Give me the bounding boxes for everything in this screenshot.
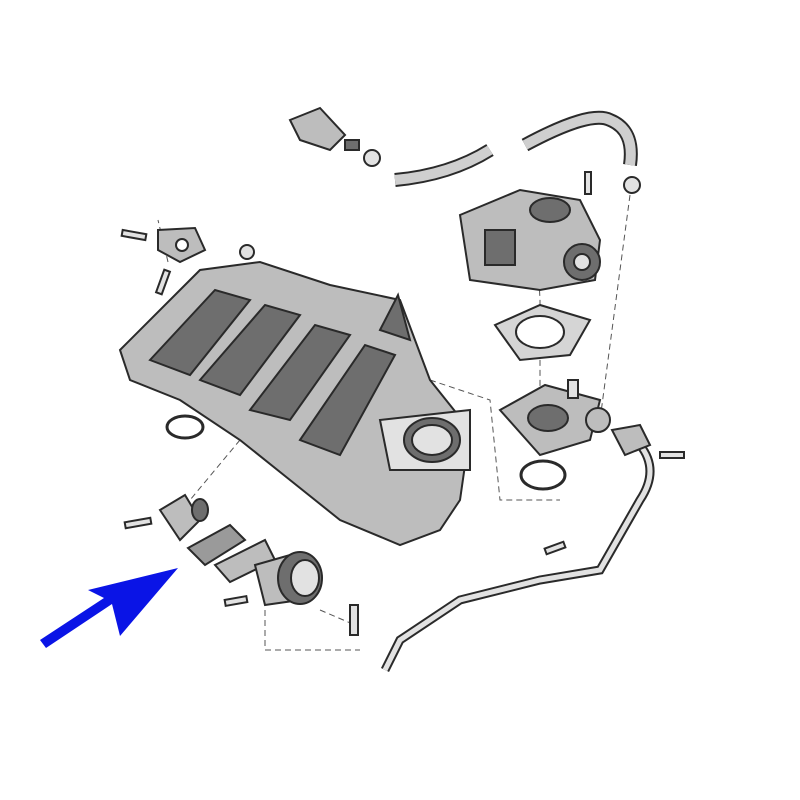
mounting-bracket	[157, 226, 207, 264]
bolt	[154, 268, 172, 296]
egr-pipe-flange	[610, 423, 652, 457]
bolt	[123, 516, 153, 530]
bolt	[223, 594, 249, 608]
egr-valve	[213, 538, 323, 607]
vacuum-sensor	[288, 106, 360, 152]
bolt	[584, 171, 592, 195]
hose-clamp	[623, 176, 641, 194]
intake-manifold	[118, 244, 472, 547]
throttle-adapter-flange	[498, 379, 611, 457]
throttle-body	[458, 188, 602, 292]
vacuum-hose	[394, 145, 493, 185]
o-ring	[165, 414, 205, 440]
vacuum-hose	[522, 112, 636, 166]
egr-pipe	[382, 443, 653, 672]
egr-flange	[158, 493, 209, 542]
bolt	[120, 228, 148, 242]
bolt	[543, 540, 567, 556]
bolt	[349, 604, 359, 636]
hose-clamp	[363, 149, 381, 167]
egr-valve-gasket	[186, 523, 247, 567]
o-ring	[519, 459, 567, 491]
arrow-icon	[40, 568, 178, 648]
bolts	[120, 171, 685, 636]
bolt	[659, 451, 685, 459]
throttle-body-gasket	[493, 303, 592, 362]
